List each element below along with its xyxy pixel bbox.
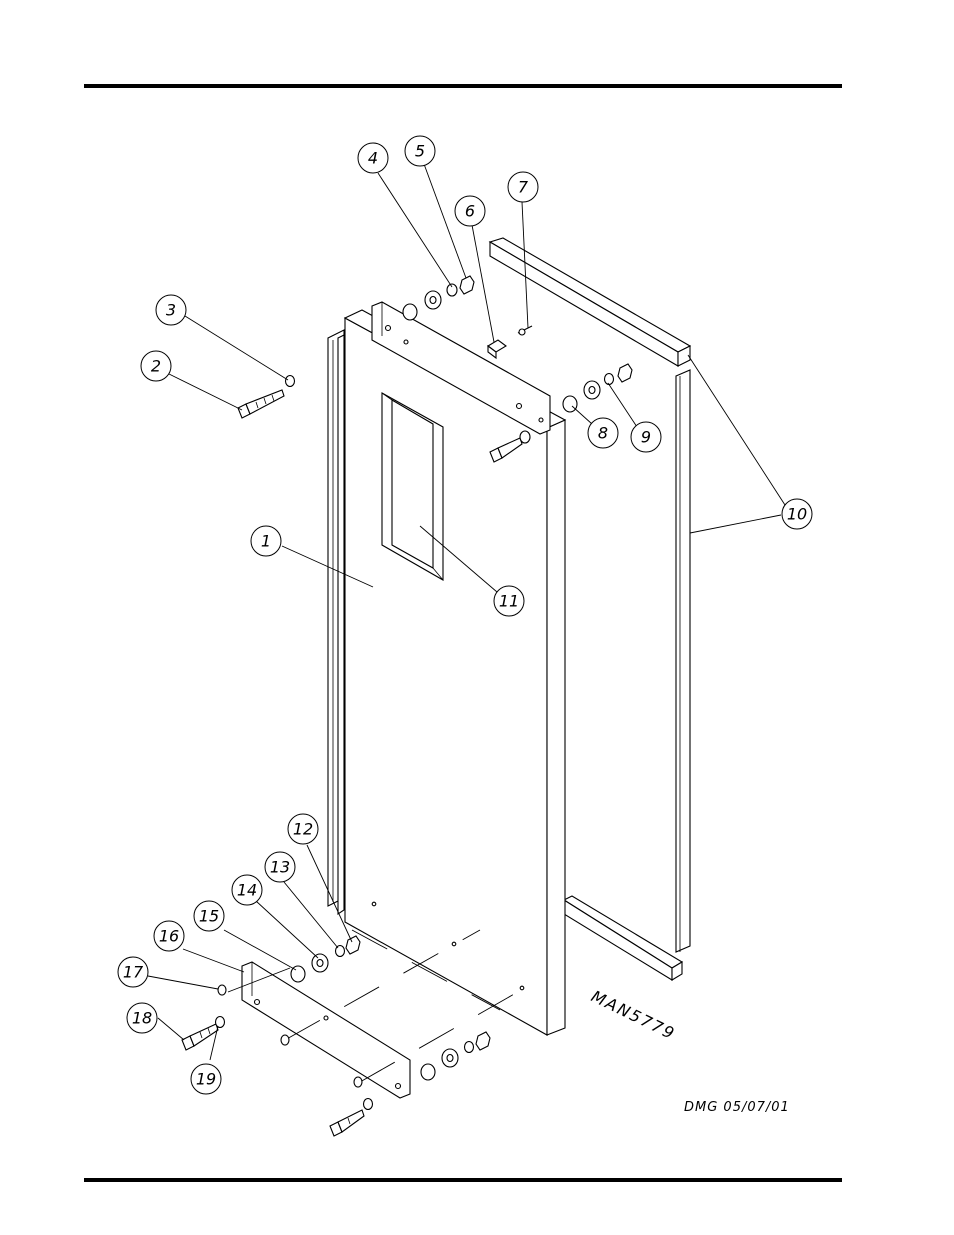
callout-2-label: 2 bbox=[151, 357, 161, 376]
callout-9-label: 9 bbox=[641, 428, 651, 447]
right-vertical-brace bbox=[675, 369, 691, 953]
callout-19-label: 19 bbox=[196, 1070, 216, 1089]
bottom-hinge-plate bbox=[241, 961, 411, 1099]
callout-15-label: 15 bbox=[199, 907, 219, 926]
callout-9: 9 bbox=[630, 421, 662, 453]
callout-16-label: 16 bbox=[159, 927, 179, 946]
top-brace-bar bbox=[488, 237, 692, 367]
clip-and-screw bbox=[487, 325, 533, 360]
callout-5-label: 5 bbox=[415, 142, 425, 161]
callout-18: 18 bbox=[126, 1002, 158, 1034]
callout-13: 13 bbox=[264, 851, 296, 883]
top-left-bolt bbox=[237, 374, 296, 419]
bottom-left-hardware bbox=[290, 901, 525, 991]
callout-5: 5 bbox=[404, 135, 436, 167]
drawing-number: MAN5779 bbox=[588, 987, 679, 1044]
callout-6-label: 6 bbox=[465, 202, 475, 221]
callout-16: 16 bbox=[153, 920, 185, 952]
callout-1-label: 1 bbox=[261, 532, 271, 551]
callout-1: 1 bbox=[250, 525, 282, 557]
right-top-hardware bbox=[489, 363, 633, 463]
callout-8: 8 bbox=[587, 417, 619, 449]
callout-15: 15 bbox=[193, 900, 225, 932]
callout-6: 6 bbox=[454, 195, 486, 227]
callout-balloons: 1 2 3 4 5 6 7 bbox=[117, 135, 813, 1095]
callout-12: 12 bbox=[287, 813, 319, 845]
callout-8-label: 8 bbox=[598, 424, 608, 443]
callout-11: 11 bbox=[493, 585, 525, 617]
callout-7: 7 bbox=[507, 171, 539, 203]
top-hardware-stack bbox=[402, 275, 475, 321]
callout-18-label: 18 bbox=[132, 1009, 152, 1028]
callout-4-label: 4 bbox=[368, 149, 378, 168]
callout-11-label: 11 bbox=[499, 592, 519, 611]
callout-17-label: 17 bbox=[123, 963, 144, 982]
bottom-left-bolt bbox=[181, 1015, 226, 1051]
bottom-border-rule bbox=[84, 1178, 842, 1182]
callout-12-label: 12 bbox=[293, 820, 313, 839]
left-channel bbox=[327, 329, 345, 916]
callout-3: 3 bbox=[155, 294, 187, 326]
callout-10: 10 bbox=[781, 498, 813, 530]
callout-19: 19 bbox=[190, 1063, 222, 1095]
callout-17: 17 bbox=[117, 956, 149, 988]
callout-leaders bbox=[147, 163, 786, 1061]
callout-2: 2 bbox=[140, 350, 172, 382]
bottom-brace-bar bbox=[562, 895, 684, 981]
callout-3-label: 3 bbox=[166, 301, 176, 320]
callout-14-label: 14 bbox=[237, 881, 257, 900]
assembly-centerlines bbox=[227, 929, 531, 1083]
drafter-date-stamp: DMG 05/07/01 bbox=[684, 1100, 790, 1115]
small-screws bbox=[217, 984, 363, 1088]
callout-7-label: 7 bbox=[518, 178, 529, 197]
top-border-rule bbox=[84, 84, 842, 88]
bottom-right-hardware bbox=[329, 1031, 491, 1137]
callout-13-label: 13 bbox=[270, 858, 290, 877]
top-hinge-plate bbox=[371, 301, 551, 435]
callout-4: 4 bbox=[357, 142, 389, 174]
callout-14: 14 bbox=[231, 874, 263, 906]
callout-10-label: 10 bbox=[787, 505, 807, 524]
